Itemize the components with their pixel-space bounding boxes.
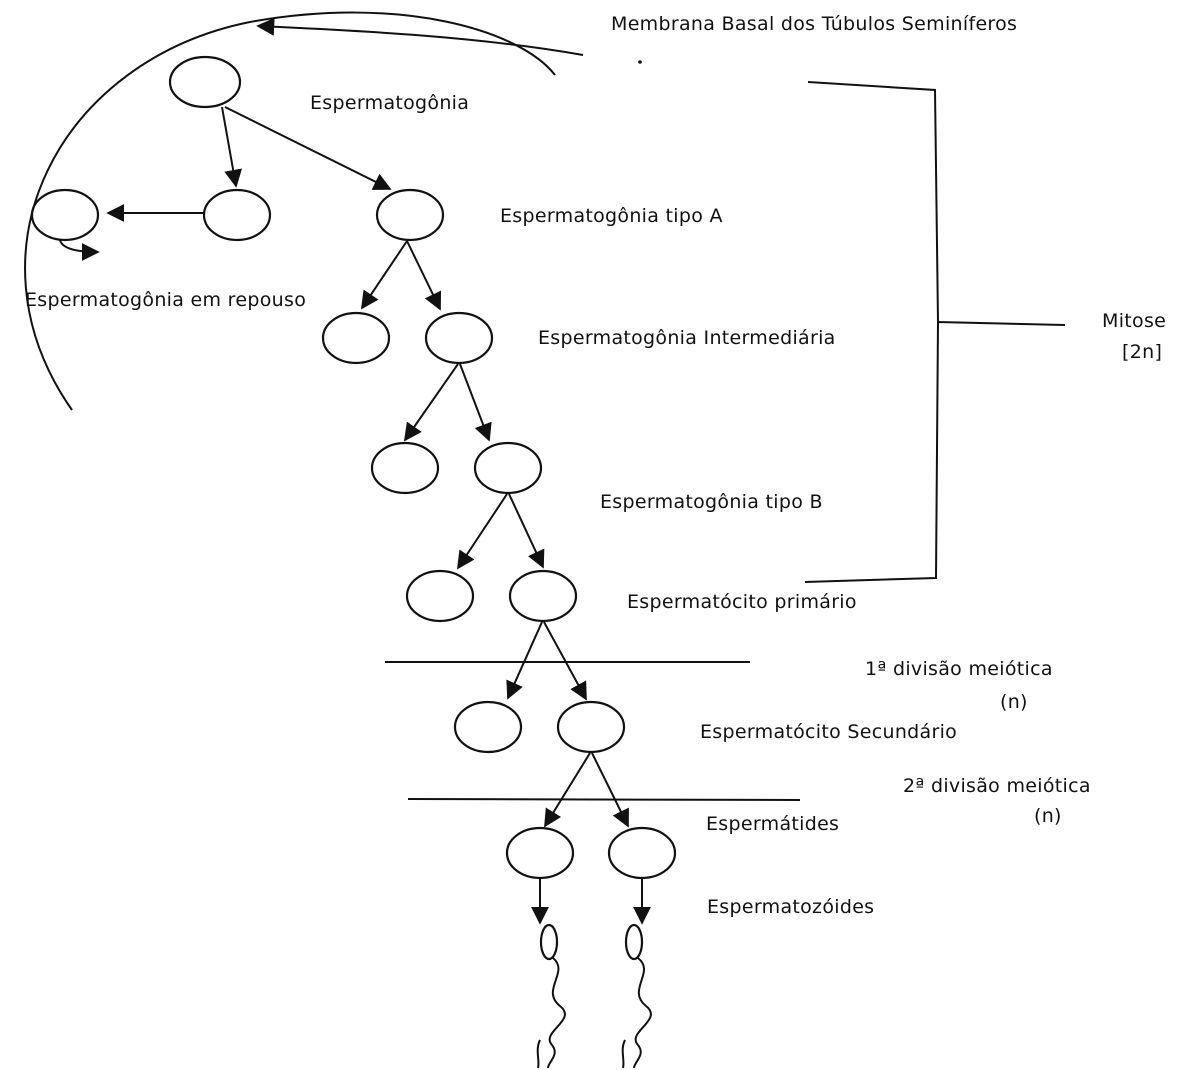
label-repouso: Espermatogônia em repouso xyxy=(25,289,306,311)
label-div1-n: (n) xyxy=(1000,691,1028,713)
arrow xyxy=(360,240,408,310)
arrow xyxy=(544,752,591,828)
cell-tipo-b-left xyxy=(370,441,440,495)
mitosis-bracket xyxy=(804,81,1066,583)
label-espermatogonia: Espermatogônia xyxy=(310,92,469,114)
cell-primary-right xyxy=(508,569,578,623)
arrow xyxy=(406,240,442,311)
resting-loop-arrow xyxy=(59,239,100,261)
arrow xyxy=(543,621,587,701)
meiosis-2-line xyxy=(407,798,801,801)
arrow xyxy=(591,752,629,828)
arrow xyxy=(224,106,392,190)
cell-intermediate-left xyxy=(321,311,391,365)
label-mitose-2n: [2n] xyxy=(1122,341,1162,363)
cell-intermediate-right xyxy=(424,311,494,365)
label-mitose: Mitose xyxy=(1102,310,1166,332)
arrow xyxy=(403,363,459,442)
spermatozoon-right xyxy=(621,923,652,1069)
label-primario: Espermatócito primário xyxy=(627,591,857,613)
cell-tipo-b-right xyxy=(473,441,543,495)
cell-tipo-a xyxy=(375,188,445,242)
cell-secondary-left xyxy=(453,700,523,754)
cell-primary-left xyxy=(405,569,475,623)
arrow xyxy=(457,493,508,570)
basal-membrane-arc xyxy=(24,11,556,411)
label-div2: 2ª divisão meiótica xyxy=(903,775,1091,797)
arrow xyxy=(459,363,492,442)
label-div1: 1ª divisão meiótica xyxy=(865,658,1053,680)
arrow xyxy=(508,493,545,569)
membrane-pointer xyxy=(256,17,584,56)
label-membrana: Membrana Basal dos Túbulos Seminíferos xyxy=(611,13,1017,35)
label-espermatozoides: Espermatozóides xyxy=(707,896,874,918)
label-div2-n: (n) xyxy=(1034,805,1062,827)
membrane-dot xyxy=(638,60,642,64)
label-tipo-a: Espermatogônia tipo A xyxy=(500,205,723,227)
cell-espermatogonia xyxy=(168,55,242,109)
label-tipo-b: Espermatogônia tipo B xyxy=(600,491,823,513)
label-secundario: Espermatócito Secundário xyxy=(700,721,957,743)
arrow xyxy=(506,621,543,700)
cell-spermatid-right xyxy=(607,826,677,880)
cell-secondary-right xyxy=(556,700,626,754)
cell-spermatid-left xyxy=(505,826,575,880)
cell-resting xyxy=(30,188,100,242)
arrow xyxy=(221,106,243,188)
spermatozoon-left xyxy=(536,923,566,1069)
cell-renewal xyxy=(202,188,272,242)
label-intermediaria: Espermatogônia Intermediária xyxy=(538,327,836,349)
label-espermatides: Espermátides xyxy=(706,813,839,835)
